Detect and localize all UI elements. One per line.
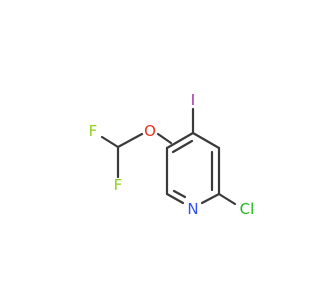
bond-chf2-f-upper xyxy=(100,135,120,149)
atom-nitrogen: N xyxy=(187,200,198,218)
bond-chf2-o xyxy=(116,132,144,149)
ring-bond-c5-c4-double xyxy=(171,139,194,154)
ring-bond-c2-n xyxy=(200,192,221,205)
ring-bond-c4-c3 xyxy=(191,131,221,150)
ring-bond-c5-c4 xyxy=(165,131,195,150)
bond-ring-chlorine xyxy=(217,192,237,206)
molecule-structure-diagram: F F O I N Cl xyxy=(89,91,255,218)
atom-chlorine: Cl xyxy=(240,200,255,218)
atom-f-upper: F xyxy=(89,122,98,140)
atom-labels: F F O I N Cl xyxy=(89,91,255,218)
bonds xyxy=(100,107,237,206)
ring-bond-n-c6 xyxy=(165,192,185,205)
bond-o-ring xyxy=(156,132,173,145)
atom-oxygen: O xyxy=(144,122,156,140)
ring-bond-n-c6-double xyxy=(172,189,187,199)
atom-f-lower: F xyxy=(114,176,123,194)
atom-iodine: I xyxy=(191,91,195,109)
